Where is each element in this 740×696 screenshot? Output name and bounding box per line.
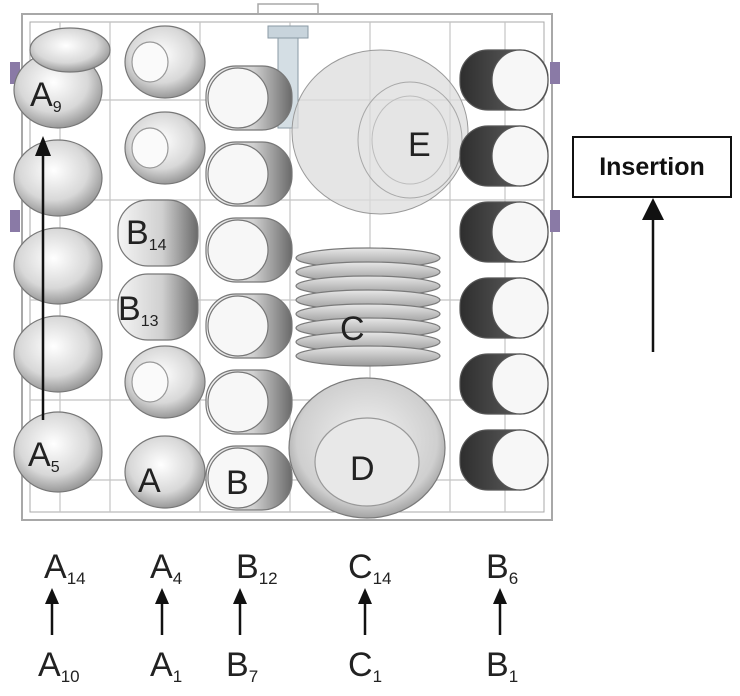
- column-2-top-label: A4: [150, 548, 182, 588]
- column-2-labels: A4 A1: [150, 548, 182, 686]
- cup-column-3: [205, 65, 293, 511]
- rack-clip: [10, 210, 20, 232]
- label-a5: A5: [28, 436, 60, 476]
- column-1-labels: A14 A10: [38, 548, 86, 686]
- insertion-label: Insertion: [572, 136, 732, 198]
- label-d: D: [350, 450, 375, 488]
- column-2-bottom-label: A1: [150, 646, 182, 686]
- rack-clip: [550, 210, 560, 232]
- column-1-top-label: A14: [44, 548, 86, 588]
- column-3-bottom-label: B7: [226, 646, 258, 686]
- column-5-top-label: B6: [486, 548, 518, 588]
- column-5-bottom-label: B1: [486, 646, 518, 686]
- cup-column-5: [459, 49, 549, 491]
- label-c: C: [340, 310, 365, 348]
- column-4-top-label: C14: [348, 548, 391, 588]
- label-b13: B13: [118, 290, 159, 330]
- column-3-top-label: B12: [236, 548, 278, 588]
- rack-clip: [550, 62, 560, 84]
- column-1-bottom-label: A10: [38, 646, 80, 686]
- label-a9: A9: [30, 76, 62, 116]
- bowl-E: [291, 49, 469, 215]
- column-5-labels: B6 B1: [486, 548, 518, 686]
- rack-clip: [10, 62, 20, 84]
- loading-arrow-column-1: [35, 136, 51, 420]
- label-b14: B14: [126, 214, 167, 254]
- insertion-arrow: [642, 198, 664, 352]
- bowl-D: [288, 377, 446, 519]
- column-3-labels: B12 B7: [226, 548, 278, 686]
- label-a: A: [138, 462, 161, 500]
- cup-column-1: [13, 27, 111, 493]
- column-4-bottom-label: C1: [348, 646, 382, 686]
- label-e: E: [408, 126, 431, 164]
- column-4-labels: C14 C1: [348, 548, 391, 686]
- plates-C: [295, 247, 441, 367]
- cup-column-2: [117, 25, 206, 509]
- label-b: B: [226, 464, 249, 502]
